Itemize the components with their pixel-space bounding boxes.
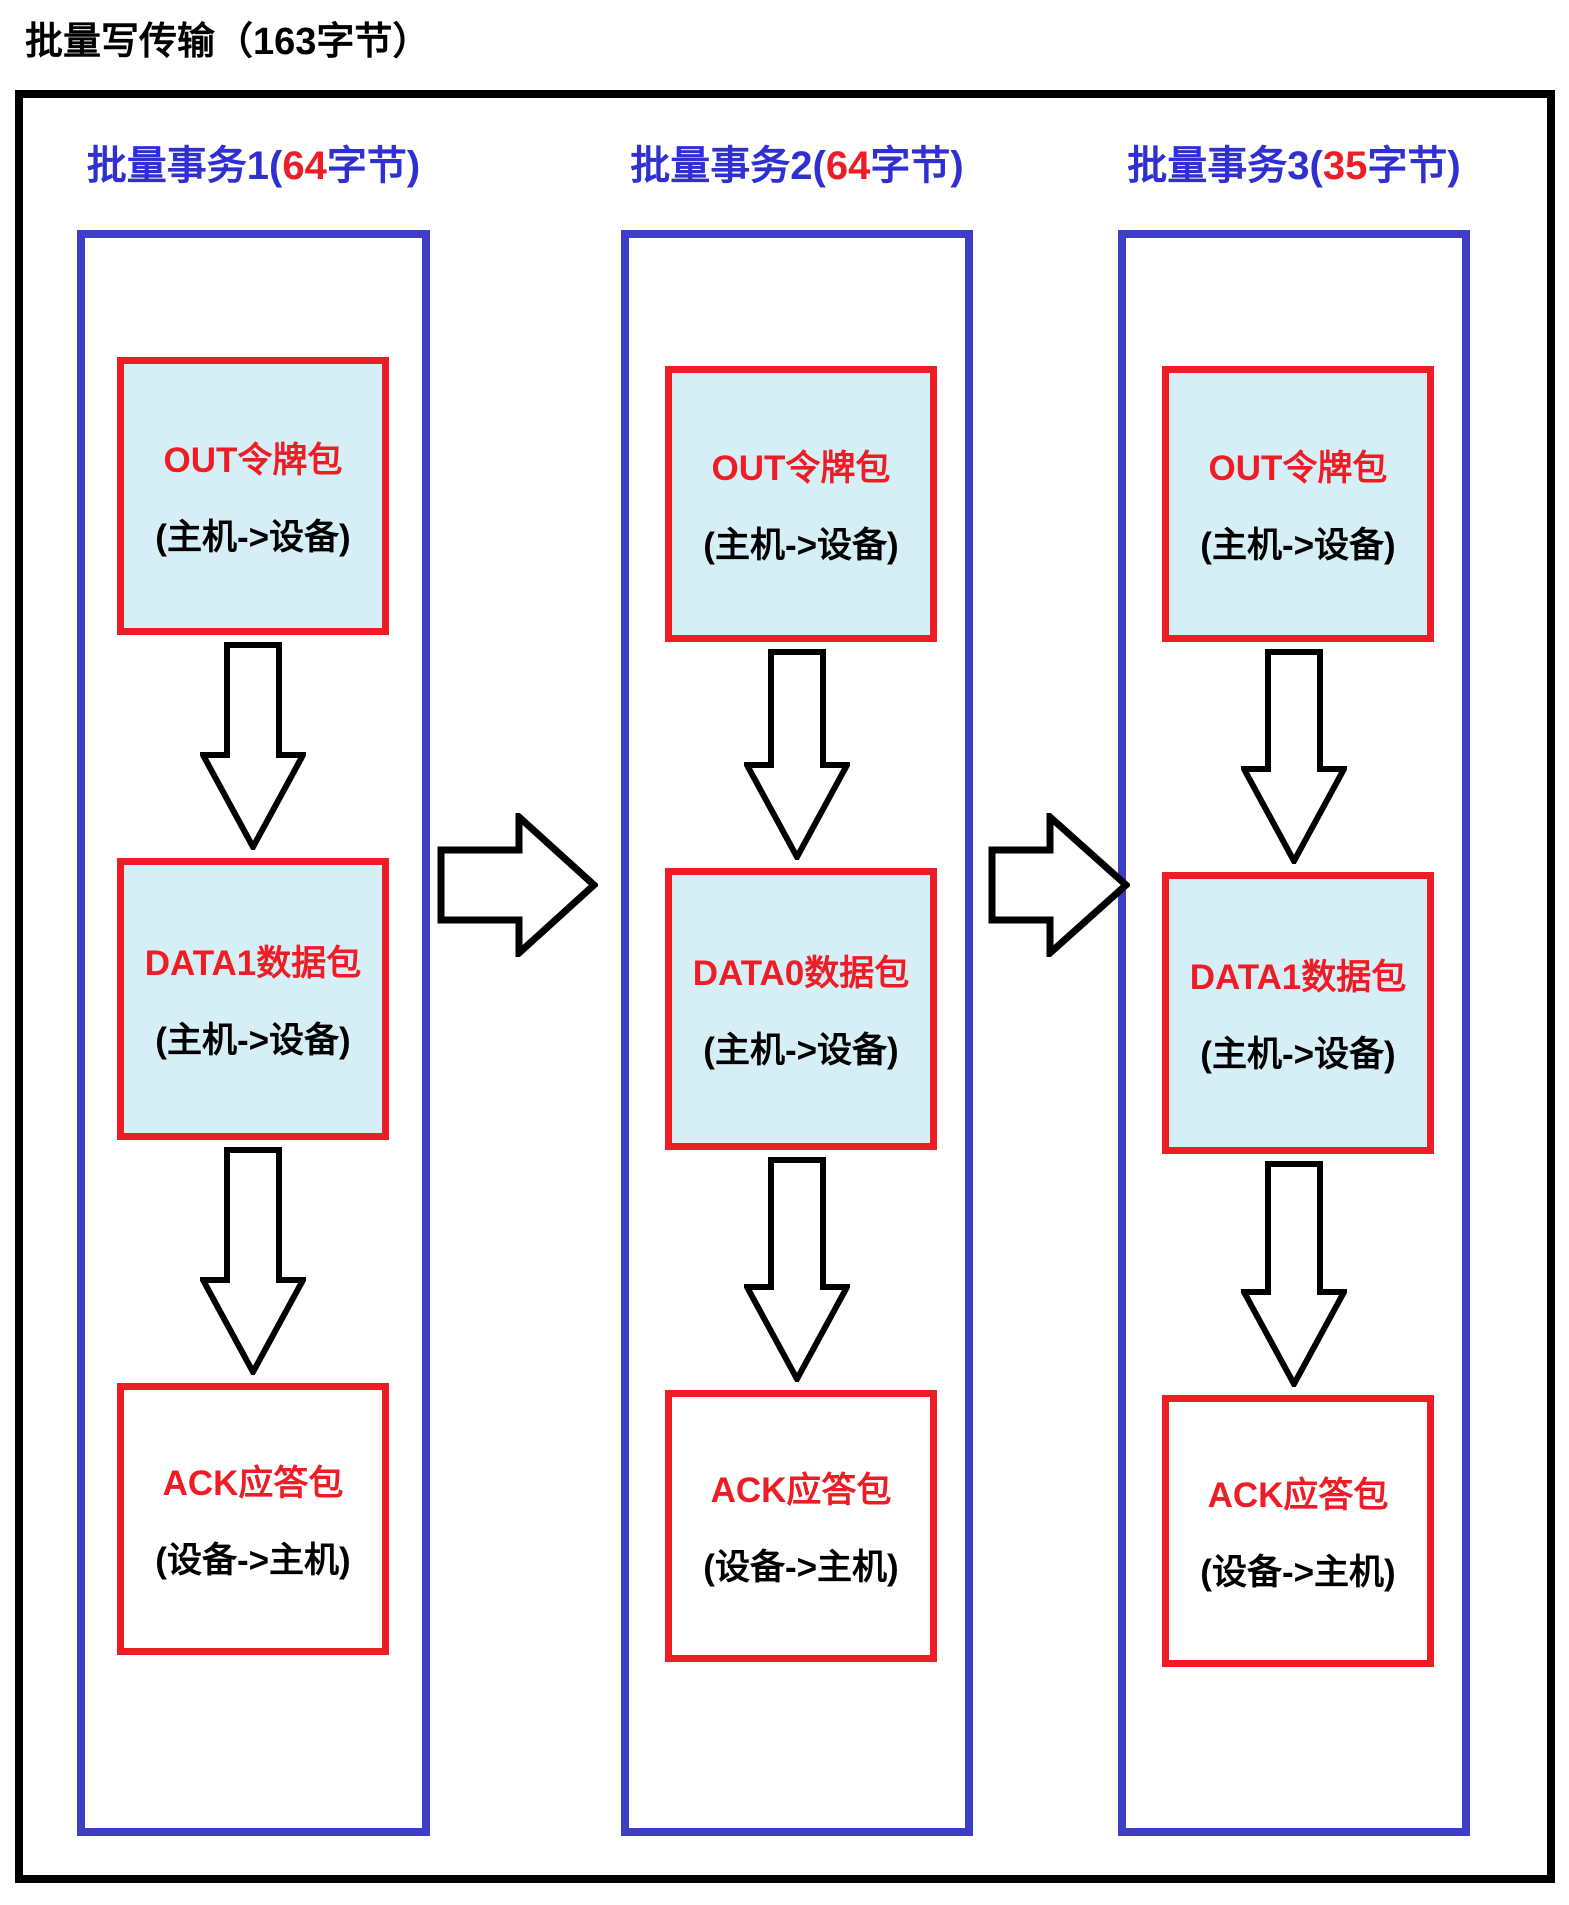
packet-direction: (主机->设备) (703, 1031, 899, 1070)
packet-box-out-token-2: OUT令牌包 (主机->设备) (665, 366, 937, 642)
packet-title: DATA1数据包 (1189, 958, 1407, 997)
diagram-frame (15, 90, 1555, 1883)
column-header-transaction-2: 批量事务2(64字节) (621, 140, 973, 192)
packet-box-data1-3: DATA1数据包 (主机->设备) (1162, 872, 1434, 1154)
packet-direction: (设备->主机) (703, 1548, 899, 1587)
packet-title: ACK应答包 (710, 1471, 892, 1510)
packet-direction: (主机->设备) (1200, 526, 1396, 565)
packet-box-out-token-3: OUT令牌包 (主机->设备) (1162, 366, 1434, 642)
column-header-transaction-1: 批量事务1(64字节) (77, 140, 430, 192)
packet-box-data0-2: DATA0数据包 (主机->设备) (665, 868, 937, 1150)
down-arrow-icon (1241, 649, 1347, 864)
packet-box-ack-1: ACK应答包 (设备->主机) (117, 1383, 389, 1655)
packet-title: OUT令牌包 (163, 441, 343, 480)
page-title: 批量写传输（163字节） (25, 21, 431, 63)
packet-direction: (主机->设备) (155, 518, 351, 557)
packet-title: ACK应答包 (1207, 1476, 1389, 1515)
down-arrow-icon (200, 642, 306, 850)
header-prefix: 批量事务3( (1127, 144, 1323, 188)
header-suffix: 字节) (326, 144, 421, 188)
packet-box-out-token-1: OUT令牌包 (主机->设备) (117, 357, 389, 635)
down-arrow-icon (1241, 1161, 1347, 1387)
packet-title: DATA0数据包 (692, 954, 910, 993)
header-byte-count: 64 (282, 144, 327, 188)
right-arrow-icon (988, 813, 1130, 957)
packet-direction: (设备->主机) (155, 1541, 351, 1580)
header-suffix: 字节) (870, 144, 964, 188)
packet-title: OUT令牌包 (711, 449, 891, 488)
down-arrow-icon (200, 1147, 306, 1375)
packet-box-data1-1: DATA1数据包 (主机->设备) (117, 858, 389, 1140)
packet-direction: (设备->主机) (1200, 1553, 1396, 1592)
header-prefix: 批量事务1( (86, 144, 283, 188)
packet-direction: (主机->设备) (155, 1021, 351, 1060)
column-header-transaction-3: 批量事务3(35字节) (1118, 140, 1470, 192)
header-byte-count: 64 (825, 144, 871, 188)
packet-title: ACK应答包 (162, 1464, 344, 1503)
header-prefix: 批量事务2( (630, 144, 826, 188)
packet-title: OUT令牌包 (1208, 449, 1388, 488)
packet-title: DATA1数据包 (144, 944, 362, 983)
down-arrow-icon (744, 1157, 850, 1382)
packet-direction: (主机->设备) (1200, 1035, 1396, 1074)
packet-box-ack-2: ACK应答包 (设备->主机) (665, 1390, 937, 1662)
header-byte-count: 35 (1322, 144, 1368, 188)
packet-box-ack-3: ACK应答包 (设备->主机) (1162, 1395, 1434, 1667)
right-arrow-icon (437, 813, 598, 957)
packet-direction: (主机->设备) (703, 526, 899, 565)
header-suffix: 字节) (1367, 144, 1461, 188)
down-arrow-icon (744, 649, 850, 860)
